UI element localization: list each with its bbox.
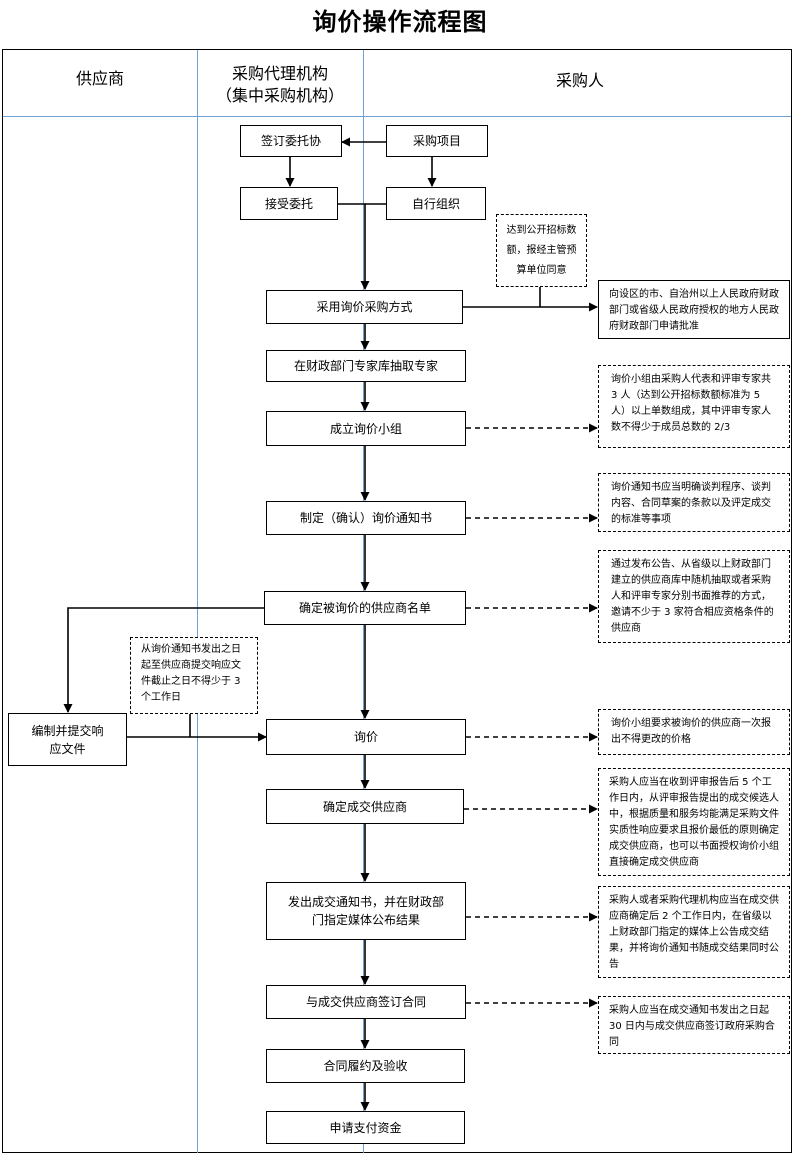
box-apply-payment: 申请支付资金 <box>266 1111 465 1144</box>
note-contract-deadline: 采购人应当在成交通知书发出之日起 30 日内与成交供应商签订政府采购合同 <box>598 996 790 1054</box>
box-make-notice: 制定（确认）询价通知书 <box>266 501 466 535</box>
column-header-agency: 采购代理机构 （集中采购机构） <box>200 63 360 107</box>
box-sign-contract: 与成交供应商签订合同 <box>266 985 466 1019</box>
column-header-supplier: 供应商 <box>75 69 124 88</box>
box-issue-notice: 发出成交通知书，并在财政部门指定媒体公布结果 <box>266 882 466 940</box>
note-threshold: 达到公开招标数额，报经主管预算单位同意 <box>496 214 587 287</box>
note-announce: 采购人或者采购代理机构应当在成交供应商确定后 2 个工作日内，在省级以上财政部门… <box>598 886 790 978</box>
page-title: 询价操作流程图 <box>312 8 488 36</box>
box-accept-entrust: 接受委托 <box>240 187 338 220</box>
box-supplier-list: 确定被询价的供应商名单 <box>264 591 466 625</box>
box-sign-entrust: 签订委托协 <box>240 125 342 157</box>
box-form-group: 成立询价小组 <box>266 411 466 446</box>
column-header-purchaser: 采购人 <box>555 71 604 90</box>
arrow-list-to-response <box>63 607 264 713</box>
column-header-agency-line1: 采购代理机构 <box>231 64 328 83</box>
box-draw-experts: 在财政部门专家库抽取专家 <box>266 350 466 382</box>
box-prepare-response: 编制并提交响应文件 <box>8 713 127 766</box>
box-perform-accept: 合同履约及验收 <box>266 1049 465 1083</box>
column-divider-1 <box>197 50 198 1153</box>
column-header-agency-line2: （集中采购机构） <box>215 86 344 105</box>
diagram-frame <box>2 49 792 1153</box>
note-notice-content: 询价通知书应当明确谈判程序、谈判内容、合同草案的条款以及评定成交的标准等事项 <box>598 473 790 532</box>
note-deadline: 从询价通知书发出之日起至供应商提交响应文件截止之日不得少于 3 个工作日 <box>130 637 258 714</box>
box-self-organize: 自行组织 <box>386 187 486 220</box>
arrow-accept-to-inquiry-method <box>338 203 370 290</box>
note-approval: 向设区的市、自治州以上人民政府财政部门或省级人民政府授权的地方人民政府财政部门申… <box>598 280 790 339</box>
header-divider <box>3 116 791 117</box>
note-supplier-selection: 通过发布公告、从省级以上财政部门建立的供应商库中随机抽取或者采购人和评审专家分别… <box>598 550 790 643</box>
box-use-inquiry: 采用询价采购方式 <box>266 290 463 324</box>
note-one-quote: 询价小组要求被询价的供应商一次报出不得更改的价格 <box>598 709 790 755</box>
box-purchase-project: 采购项目 <box>386 125 488 157</box>
note-group-composition: 询价小组由采购人代表和评审专家共 3 人（达到公开招标数额标准为 5 人）以上单… <box>598 365 790 448</box>
box-inquiry: 询价 <box>266 719 466 755</box>
box-determine-supplier: 确定成交供应商 <box>266 789 464 824</box>
note-determine-rule: 采购人应当在收到评审报告后 5 个工作日内，从评审报告提出的成交候选人中，根据质… <box>598 768 790 876</box>
